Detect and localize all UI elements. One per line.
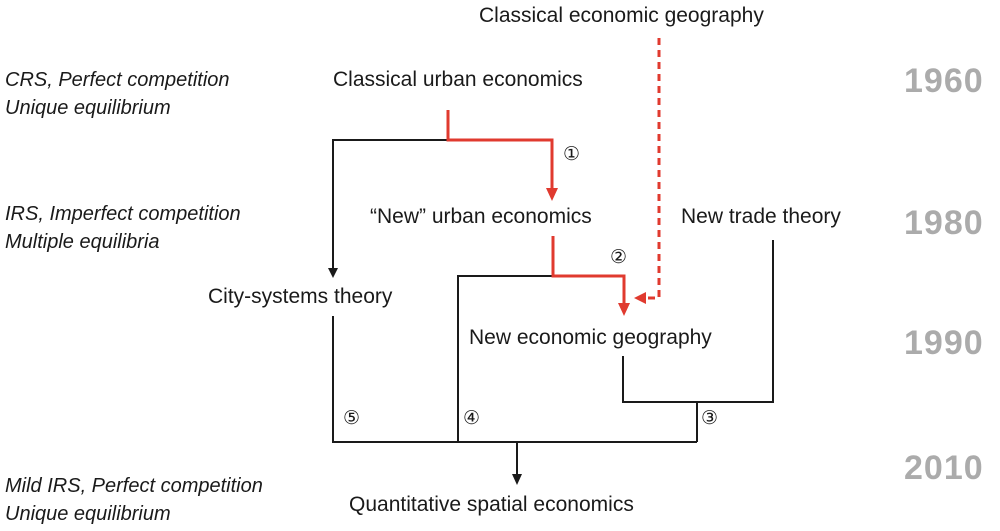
marker-2: ② bbox=[610, 247, 628, 268]
node-new-trade-theory: New trade theory bbox=[681, 205, 841, 228]
node-classical-economic-geography: Classical economic geography bbox=[479, 4, 764, 27]
node-classical-urban-economics: Classical urban economics bbox=[333, 68, 583, 91]
connector-newurban-branch bbox=[457, 275, 553, 442]
year-1980: 1980 bbox=[904, 204, 984, 242]
arrowhead-neg-red bbox=[618, 303, 630, 316]
connector-classical-geo-dashed bbox=[646, 38, 661, 300]
node-new-urban-economics: “New” urban economics bbox=[370, 205, 592, 228]
assumption-1980-line1: IRS, Imperfect competition bbox=[5, 203, 241, 225]
assumption-2010-line2: Unique equilibrium bbox=[5, 503, 171, 525]
marker-4: ④ bbox=[463, 408, 481, 429]
year-1960: 1960 bbox=[904, 62, 984, 100]
connector-classical-to-newurban bbox=[446, 110, 554, 190]
node-city-systems-theory: City-systems theory bbox=[208, 285, 393, 308]
assumption-2010-line1: Mild IRS, Perfect competition bbox=[5, 475, 263, 497]
year-1990: 1990 bbox=[904, 324, 984, 362]
marker-1: ① bbox=[563, 144, 581, 165]
marker-3: ③ bbox=[701, 408, 719, 429]
connector-newtrade bbox=[622, 240, 774, 403]
arrowhead-quantitative bbox=[512, 474, 522, 485]
assumption-1980: IRS, Imperfect competition Multiple equi… bbox=[5, 200, 241, 256]
node-quantitative-spatial-economics: Quantitative spatial economics bbox=[349, 493, 634, 516]
assumption-1960-line1: CRS, Perfect competition bbox=[5, 69, 230, 91]
connector-newurban-to-neg bbox=[551, 236, 626, 305]
arrowhead-dashed bbox=[634, 292, 646, 304]
arrowhead-new-urban bbox=[546, 188, 558, 201]
connector-city-down bbox=[332, 316, 697, 443]
assumption-1960: CRS, Perfect competition Unique equilibr… bbox=[5, 66, 230, 122]
connector-classical-to-city bbox=[332, 139, 448, 270]
year-2010: 2010 bbox=[904, 449, 984, 487]
assumption-1980-line2: Multiple equilibria bbox=[5, 231, 160, 253]
node-new-economic-geography: New economic geography bbox=[469, 326, 712, 349]
assumption-1960-line2: Unique equilibrium bbox=[5, 97, 171, 119]
assumption-2010: Mild IRS, Perfect competition Unique equ… bbox=[5, 472, 263, 528]
arrowhead-city-systems bbox=[328, 268, 338, 278]
marker-5: ⑤ bbox=[343, 408, 361, 429]
